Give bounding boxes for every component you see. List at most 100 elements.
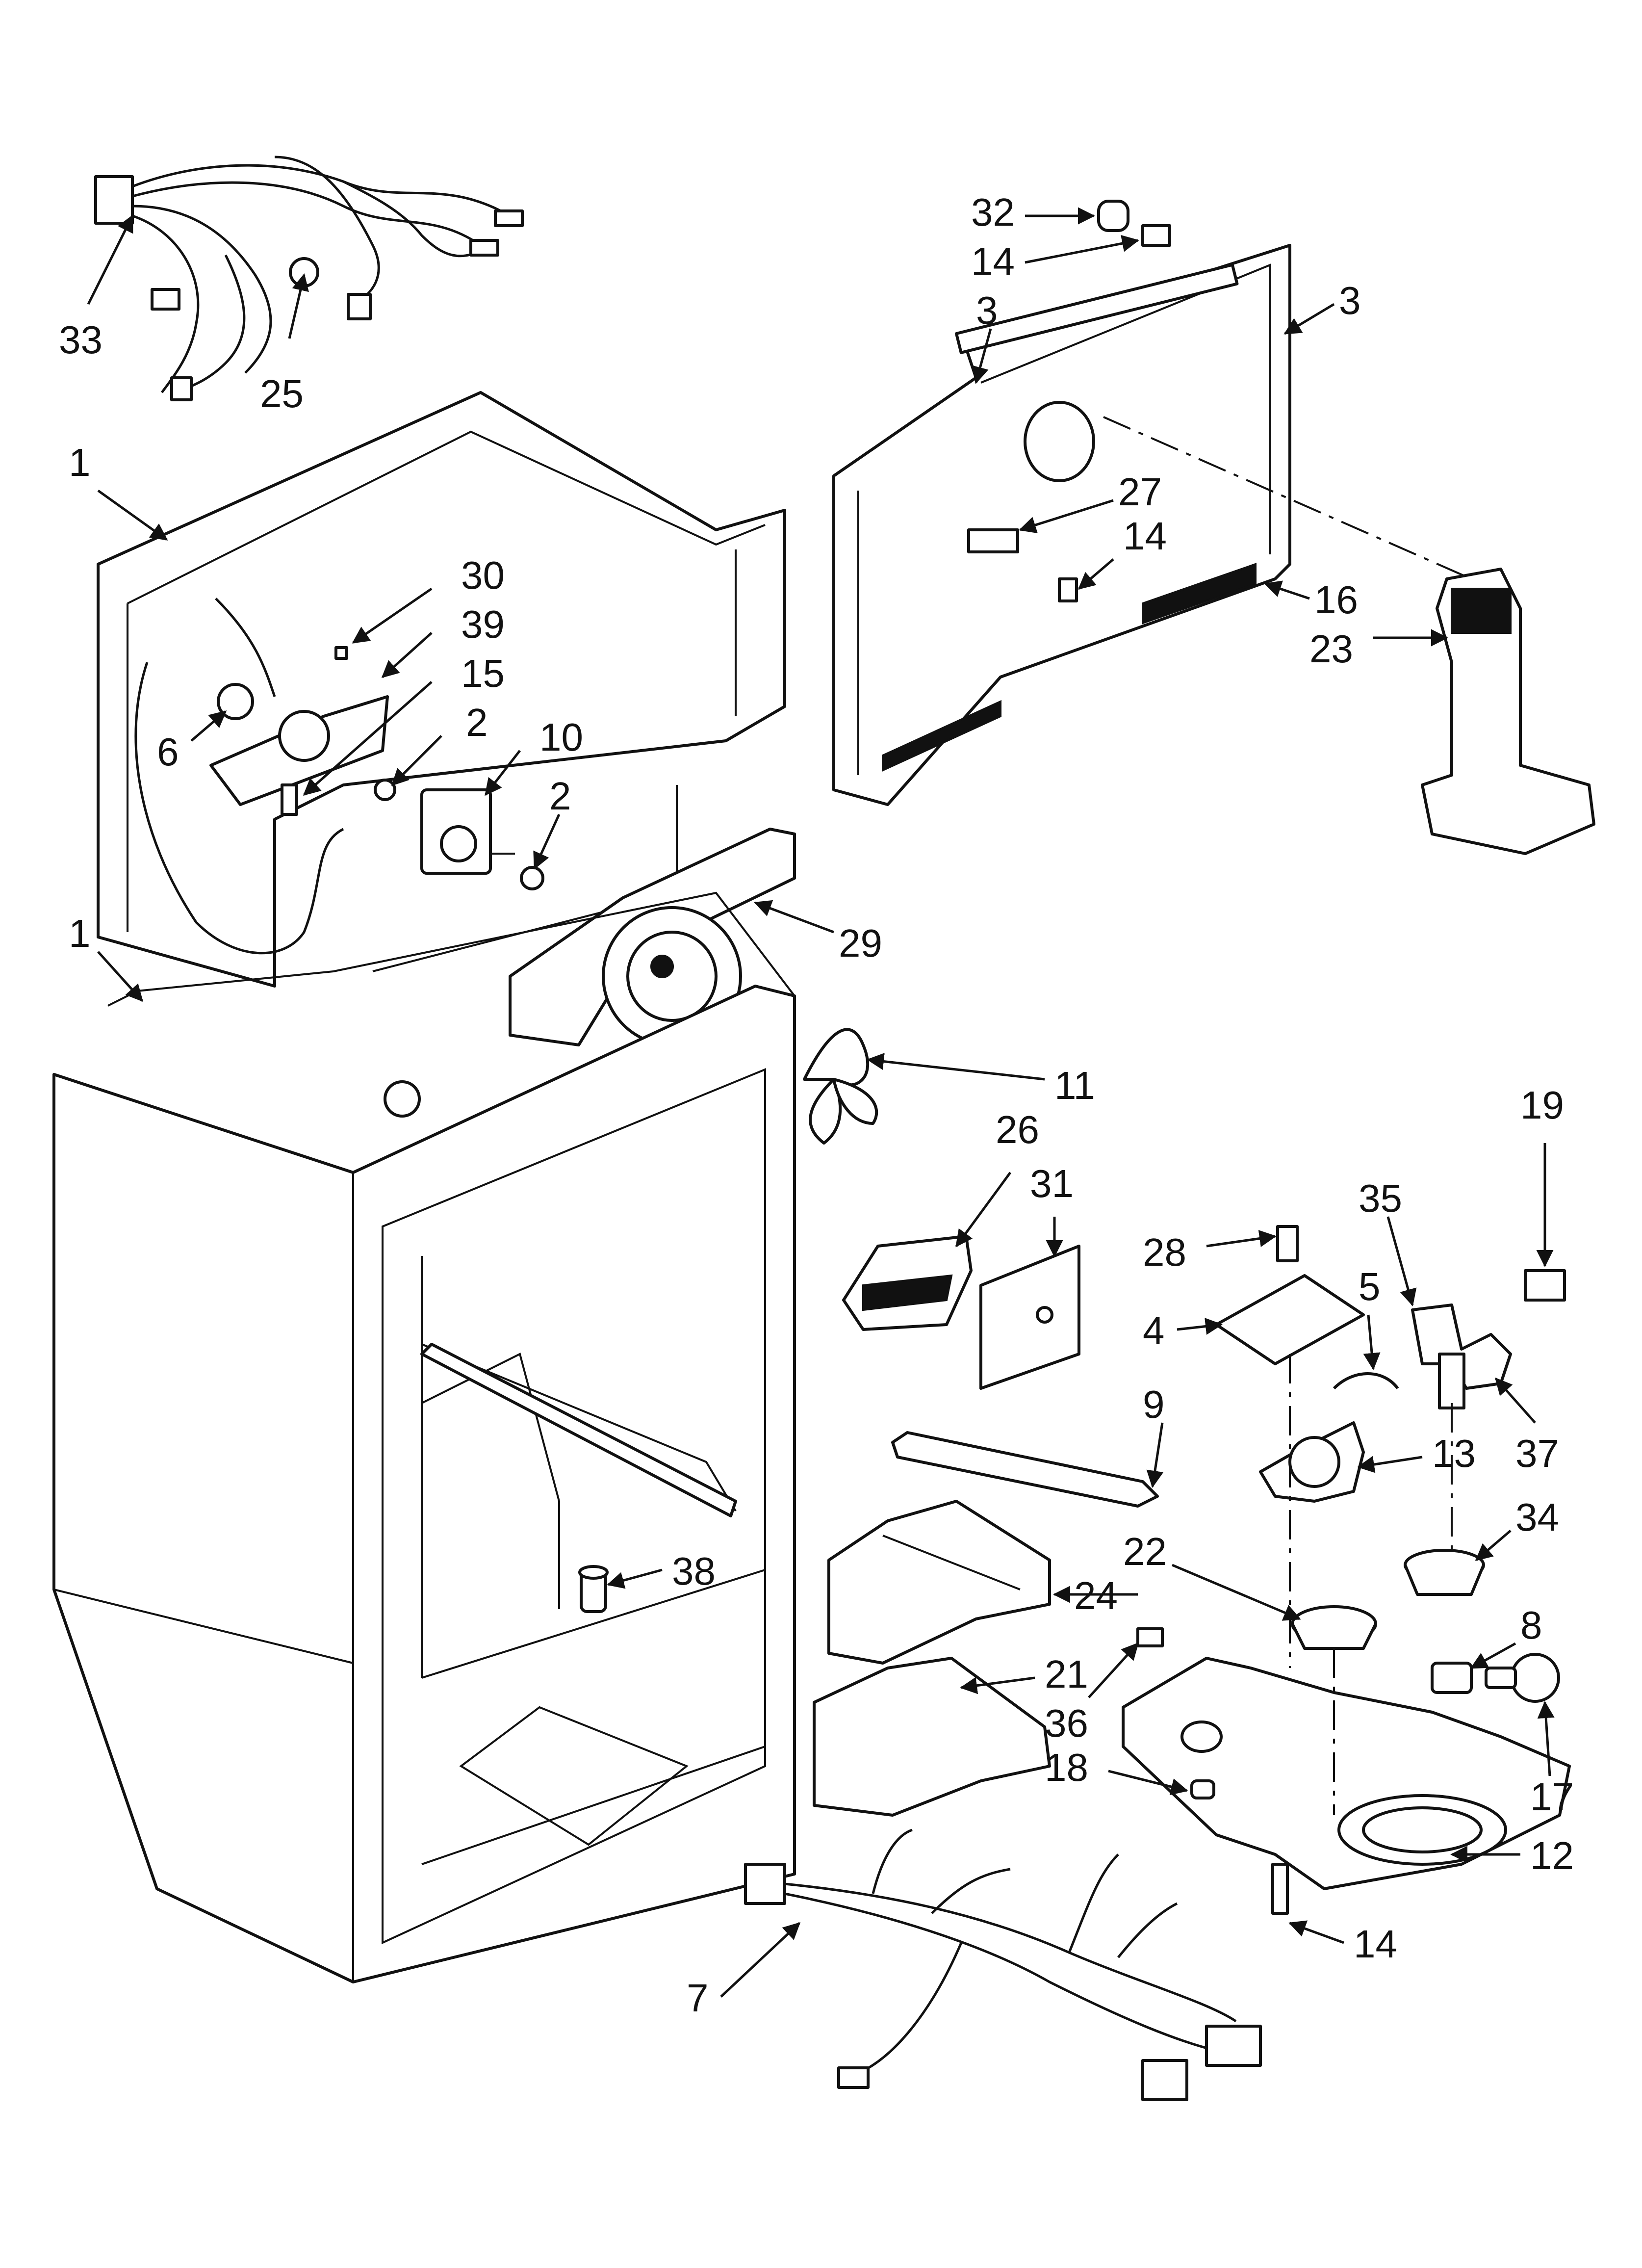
top-screw-cap bbox=[1097, 200, 1171, 247]
callout-14-mid: 14 bbox=[1123, 514, 1167, 558]
harness-plug bbox=[744, 1863, 786, 1905]
control-housing bbox=[209, 646, 389, 816]
wire-harness-lower bbox=[744, 1828, 1262, 2101]
callout-31: 31 bbox=[1030, 1162, 1074, 1205]
callout-5: 5 bbox=[1359, 1265, 1381, 1308]
dispenser-cup bbox=[1404, 1549, 1485, 1596]
callout-37: 37 bbox=[1515, 1432, 1559, 1475]
light-socket bbox=[1431, 1662, 1473, 1694]
callout-8: 8 bbox=[1520, 1603, 1542, 1647]
defrost-timer bbox=[374, 779, 544, 890]
callout-1-lower: 1 bbox=[69, 912, 91, 955]
callout-19: 19 bbox=[1520, 1083, 1564, 1127]
foam-pad bbox=[1136, 1627, 1164, 1647]
callout-30: 30 bbox=[461, 553, 505, 597]
callout-16: 16 bbox=[1314, 578, 1358, 622]
panel-opening bbox=[1024, 401, 1095, 482]
board-screw bbox=[1276, 1225, 1299, 1262]
panel-gasket bbox=[955, 263, 1239, 354]
harness-terminal bbox=[170, 376, 193, 401]
callout-21: 21 bbox=[1045, 1652, 1088, 1696]
wire-clip bbox=[1333, 1372, 1399, 1390]
lever-shaft bbox=[1438, 1353, 1465, 1409]
harness-terminal bbox=[469, 239, 499, 257]
callout-3-right: 3 bbox=[1339, 279, 1361, 322]
harness-grommet bbox=[289, 257, 319, 287]
mounting-plate bbox=[979, 1245, 1080, 1390]
control-screw bbox=[281, 783, 298, 816]
callout-17: 17 bbox=[1530, 1775, 1574, 1819]
callout-9: 9 bbox=[1143, 1382, 1165, 1426]
callout-27: 27 bbox=[1118, 470, 1162, 514]
callout-12: 12 bbox=[1530, 1834, 1574, 1877]
cabinet-liner bbox=[52, 891, 796, 1983]
callout-36: 36 bbox=[1045, 1701, 1088, 1745]
callout-11: 11 bbox=[1054, 1064, 1095, 1107]
drain-hole bbox=[384, 1080, 421, 1118]
callout-25: 25 bbox=[260, 372, 304, 416]
callout-14-top: 14 bbox=[971, 239, 1015, 283]
callout-14-bottom: 14 bbox=[1354, 1922, 1397, 1966]
callout-2-right: 2 bbox=[549, 774, 571, 818]
callout-26: 26 bbox=[996, 1108, 1039, 1151]
drain-strap bbox=[891, 1431, 1159, 1508]
callout-13: 13 bbox=[1432, 1432, 1476, 1475]
callouts-layer: 33 25 1 30 39 15 6 2 10 2 29 1 1 bbox=[59, 190, 1574, 2020]
upper-liner bbox=[97, 391, 786, 988]
callout-22: 22 bbox=[1123, 1530, 1167, 1573]
fan-blade bbox=[803, 1028, 878, 1145]
dispenser-lever bbox=[1411, 1303, 1512, 1409]
callout-35: 35 bbox=[1359, 1176, 1402, 1220]
harness-connector bbox=[1141, 2059, 1188, 2101]
auger-cup bbox=[1291, 1605, 1377, 1650]
wire-harness-upper bbox=[94, 156, 524, 401]
harness-connector bbox=[1205, 2025, 1262, 2067]
harness-terminal bbox=[494, 209, 524, 227]
duct-grille bbox=[1451, 588, 1512, 634]
dispenser-switch bbox=[1524, 1269, 1566, 1302]
callout-10: 10 bbox=[539, 715, 583, 759]
callout-28: 28 bbox=[1143, 1230, 1186, 1274]
callout-23: 23 bbox=[1309, 627, 1353, 671]
drain-plug bbox=[1190, 1779, 1215, 1799]
callout-6: 6 bbox=[157, 730, 179, 774]
evaporator-shield bbox=[813, 1657, 1051, 1817]
top-screw bbox=[1141, 224, 1171, 247]
callout-15: 15 bbox=[461, 652, 505, 695]
evaporator-cover bbox=[827, 1500, 1051, 1665]
callout-32: 32 bbox=[971, 190, 1015, 234]
callout-39: 39 bbox=[461, 602, 505, 646]
callout-34: 34 bbox=[1515, 1495, 1559, 1539]
control-dial bbox=[278, 710, 330, 762]
air-duct bbox=[1103, 416, 1595, 855]
screw-cap bbox=[1097, 200, 1129, 232]
callout-38: 38 bbox=[672, 1549, 716, 1593]
control-board bbox=[1215, 1225, 1365, 1365]
harness-terminal bbox=[347, 293, 372, 320]
panel-vent bbox=[882, 700, 1001, 772]
callout-29: 29 bbox=[839, 921, 882, 965]
timer-clip bbox=[374, 779, 396, 801]
drain-cup bbox=[578, 1565, 609, 1613]
panel-clip bbox=[967, 528, 1019, 553]
thermostat-knob bbox=[217, 683, 254, 720]
harness-connector-block bbox=[94, 175, 134, 225]
callout-1-upper: 1 bbox=[69, 441, 91, 484]
callout-3-left: 3 bbox=[976, 288, 998, 332]
panel-screw bbox=[1058, 577, 1078, 602]
callout-4: 4 bbox=[1143, 1309, 1165, 1353]
callout-7: 7 bbox=[687, 1976, 709, 2020]
shelf-rail bbox=[420, 1343, 737, 1517]
harness-terminal bbox=[837, 2066, 870, 2089]
harness-terminal bbox=[151, 288, 180, 311]
control-label bbox=[334, 646, 348, 660]
housing-screw bbox=[1271, 1863, 1289, 1915]
timer-clip bbox=[520, 866, 544, 890]
ice-tray bbox=[842, 1235, 973, 1331]
callout-24: 24 bbox=[1074, 1574, 1118, 1617]
callout-2-left: 2 bbox=[466, 701, 488, 744]
callout-33: 33 bbox=[59, 318, 103, 362]
callout-18: 18 bbox=[1045, 1746, 1088, 1789]
dispenser-housing bbox=[1122, 1657, 1571, 1890]
